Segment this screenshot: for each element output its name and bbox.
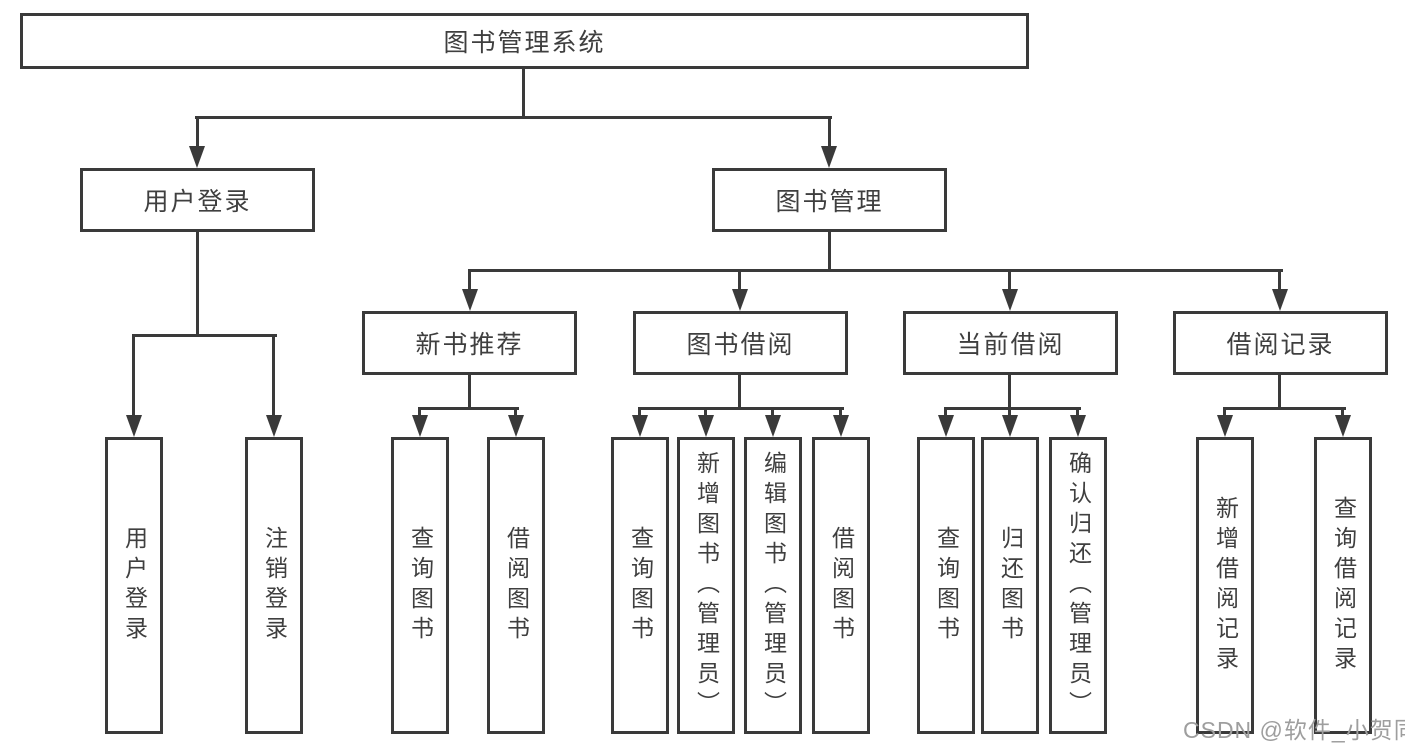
connector-line <box>1008 269 1011 291</box>
leaf-return-books: 归还图书 <box>981 437 1039 734</box>
connector-line <box>1278 374 1281 410</box>
connector-line <box>514 407 517 417</box>
connector-arrow-icon <box>765 415 781 437</box>
connector-line <box>638 407 844 410</box>
leaf-logout: 注销登录 <box>245 437 303 734</box>
node-book-borrowing: 图书借阅 <box>633 311 848 375</box>
connector-arrow-icon <box>1002 415 1018 437</box>
connector-line <box>1341 407 1344 417</box>
leaf-borrow-books-recommend: 借阅图书 <box>487 437 545 734</box>
connector-arrow-icon <box>632 415 648 437</box>
connector-arrow-icon <box>938 415 954 437</box>
connector-line <box>704 407 707 417</box>
connector-arrow-icon <box>821 146 837 168</box>
node-new-book-recommendation-label: 新书推荐 <box>415 331 524 359</box>
leaf-confirm-return-admin-label: 确认归还（管理员） <box>1065 450 1092 721</box>
leaf-query-books-current: 查询图书 <box>917 437 975 734</box>
connector-arrow-icon <box>412 415 428 437</box>
leaf-user-login: 用户登录 <box>105 437 163 734</box>
node-current-borrowing-label: 当前借阅 <box>956 331 1065 359</box>
leaf-confirm-return-admin: 确认归还（管理员） <box>1049 437 1107 734</box>
node-borrowing-records-label: 借阅记录 <box>1226 331 1335 359</box>
leaf-query-books-recommend-label: 查询图书 <box>407 525 434 646</box>
connector-line <box>1278 269 1281 291</box>
connector-arrow-icon <box>462 289 478 311</box>
connector-line <box>771 407 774 417</box>
connector-line <box>738 374 741 410</box>
connector-line <box>944 407 947 417</box>
leaf-query-borrow-record: 查询借阅记录 <box>1314 437 1372 734</box>
connector-line <box>1008 407 1011 417</box>
connector-line <box>196 116 199 147</box>
node-book-management-label: 图书管理 <box>775 188 884 216</box>
connector-line <box>828 232 831 272</box>
connector-line <box>1076 407 1079 417</box>
connector-line <box>638 407 641 417</box>
node-book-borrowing-label: 图书借阅 <box>686 331 795 359</box>
connector-line <box>839 407 842 417</box>
leaf-add-books-admin: 新增图书（管理员） <box>677 437 735 734</box>
connector-line <box>738 269 741 291</box>
node-new-book-recommendation: 新书推荐 <box>362 311 577 375</box>
node-book-management: 图书管理 <box>712 168 947 232</box>
connector-arrow-icon <box>126 415 142 437</box>
connector-line <box>195 116 832 119</box>
connector-line <box>1008 374 1011 410</box>
connector-line <box>132 334 277 337</box>
leaf-borrow-books-recommend-label: 借阅图书 <box>503 525 530 646</box>
node-current-borrowing: 当前借阅 <box>903 311 1118 375</box>
leaf-logout-label: 注销登录 <box>261 525 288 646</box>
connector-arrow-icon <box>189 146 205 168</box>
leaf-add-borrow-record-label: 新增借阅记录 <box>1212 495 1239 676</box>
connector-arrow-icon <box>1217 415 1233 437</box>
leaf-edit-books-admin: 编辑图书（管理员） <box>744 437 802 734</box>
leaf-query-books-recommend: 查询图书 <box>391 437 449 734</box>
node-root: 图书管理系统 <box>20 13 1029 69</box>
leaf-query-books-borrowing: 查询图书 <box>611 437 669 734</box>
connector-arrow-icon <box>508 415 524 437</box>
connector-line <box>828 116 831 147</box>
leaf-add-borrow-record: 新增借阅记录 <box>1196 437 1254 734</box>
connector-arrow-icon <box>698 415 714 437</box>
connector-line <box>132 334 135 416</box>
leaf-add-books-admin-label: 新增图书（管理员） <box>693 450 720 721</box>
connector-line <box>1223 407 1346 410</box>
node-user-login-label: 用户登录 <box>143 188 252 216</box>
connector-line <box>196 232 199 336</box>
connector-line <box>418 407 421 417</box>
leaf-query-books-current-label: 查询图书 <box>933 525 960 646</box>
leaf-return-books-label: 归还图书 <box>997 525 1024 646</box>
connector-line <box>522 68 525 118</box>
connector-arrow-icon <box>266 415 282 437</box>
connector-line <box>944 407 1081 410</box>
connector-arrow-icon <box>1002 289 1018 311</box>
connector-line <box>272 334 275 416</box>
leaf-edit-books-admin-label: 编辑图书（管理员） <box>760 450 787 721</box>
leaf-query-borrow-record-label: 查询借阅记录 <box>1330 495 1357 676</box>
connector-line <box>468 374 471 410</box>
leaf-borrow-books-label: 借阅图书 <box>828 525 855 646</box>
connector-line <box>1223 407 1226 417</box>
connector-line <box>468 269 471 291</box>
node-user-login: 用户登录 <box>80 168 315 232</box>
node-root-label: 图书管理系统 <box>443 29 606 57</box>
connector-arrow-icon <box>732 289 748 311</box>
leaf-borrow-books: 借阅图书 <box>812 437 870 734</box>
leaf-user-login-label: 用户登录 <box>121 525 148 646</box>
connector-arrow-icon <box>833 415 849 437</box>
watermark: CSDN @软件_小贺同学 <box>1183 717 1405 743</box>
node-borrowing-records: 借阅记录 <box>1173 311 1388 375</box>
connector-line <box>418 407 519 410</box>
connector-arrow-icon <box>1272 289 1288 311</box>
connector-line <box>468 269 1283 272</box>
leaf-query-books-borrowing-label: 查询图书 <box>627 525 654 646</box>
connector-arrow-icon <box>1335 415 1351 437</box>
connector-arrow-icon <box>1070 415 1086 437</box>
